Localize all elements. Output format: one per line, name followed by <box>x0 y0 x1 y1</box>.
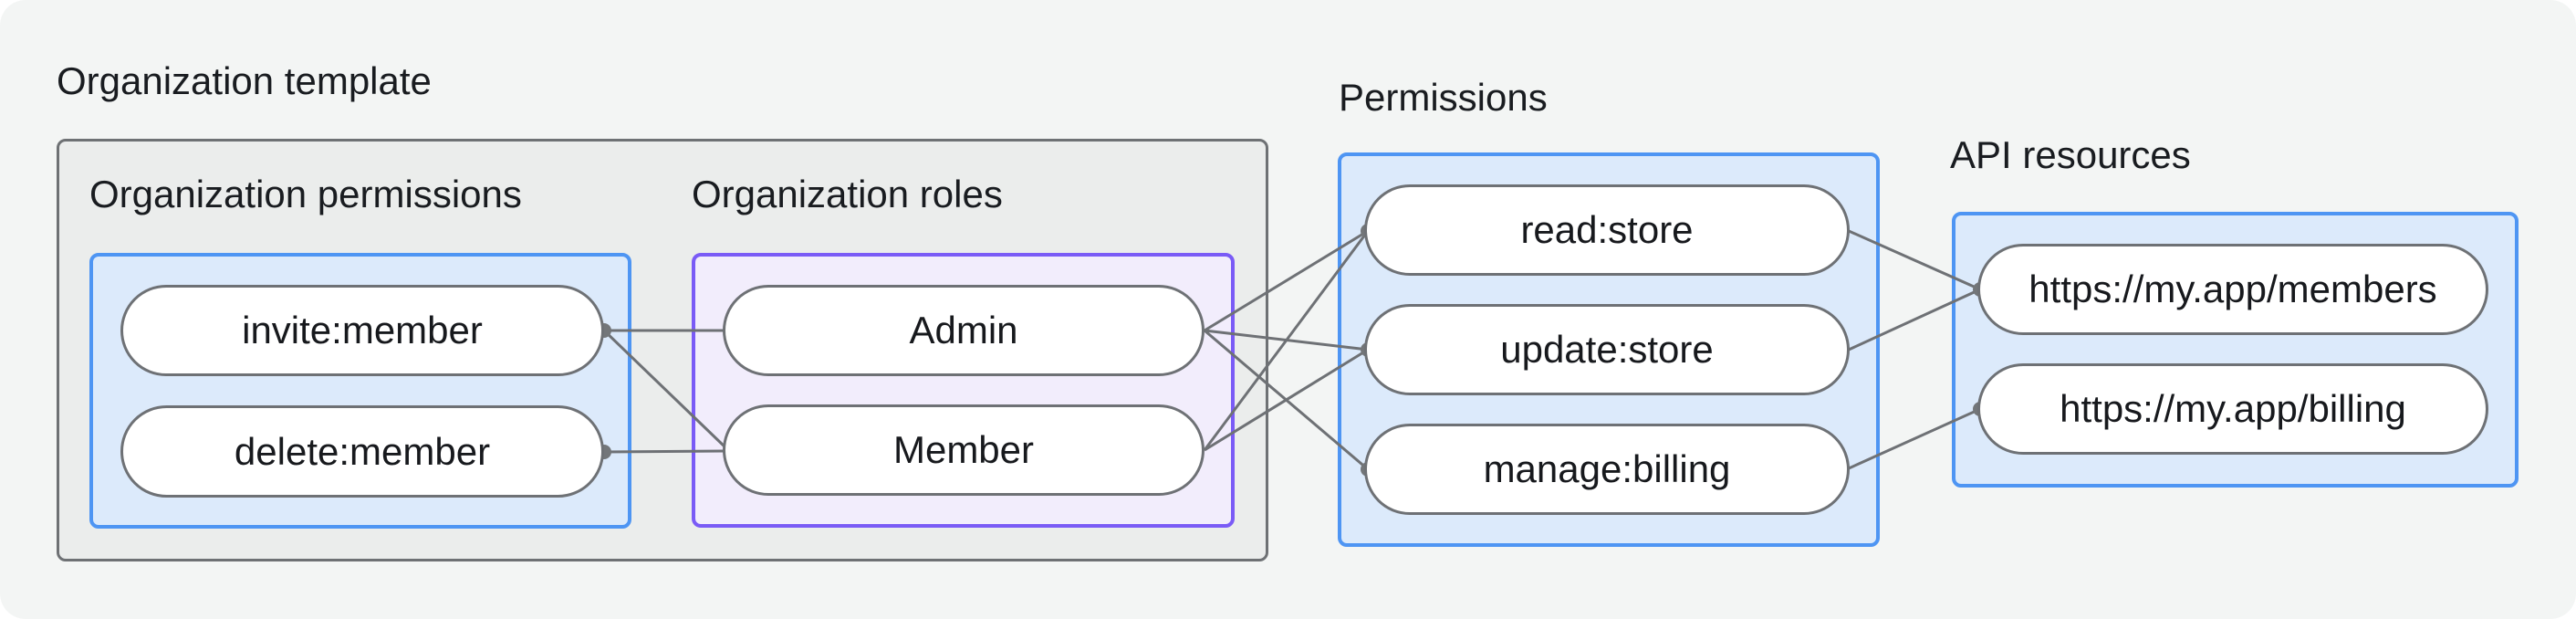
permissions-label: Permissions <box>1339 76 1548 119</box>
org-template-label: Organization template <box>57 59 432 102</box>
api-resources-label: API resources <box>1950 133 2191 176</box>
node-admin: Admin <box>723 285 1205 376</box>
node-update-store: update:store <box>1364 304 1850 395</box>
node-api-members: https://my.app/members <box>1977 244 2488 335</box>
node-manage-billing: manage:billing <box>1364 424 1850 515</box>
node-read-store: read:store <box>1364 184 1850 276</box>
node-delete-member: delete:member <box>120 405 604 498</box>
node-member: Member <box>723 404 1205 496</box>
org-roles-label: Organization roles <box>692 173 1003 215</box>
org-permissions-label: Organization permissions <box>89 173 522 215</box>
node-api-billing: https://my.app/billing <box>1977 363 2488 455</box>
node-invite-member: invite:member <box>120 285 604 376</box>
